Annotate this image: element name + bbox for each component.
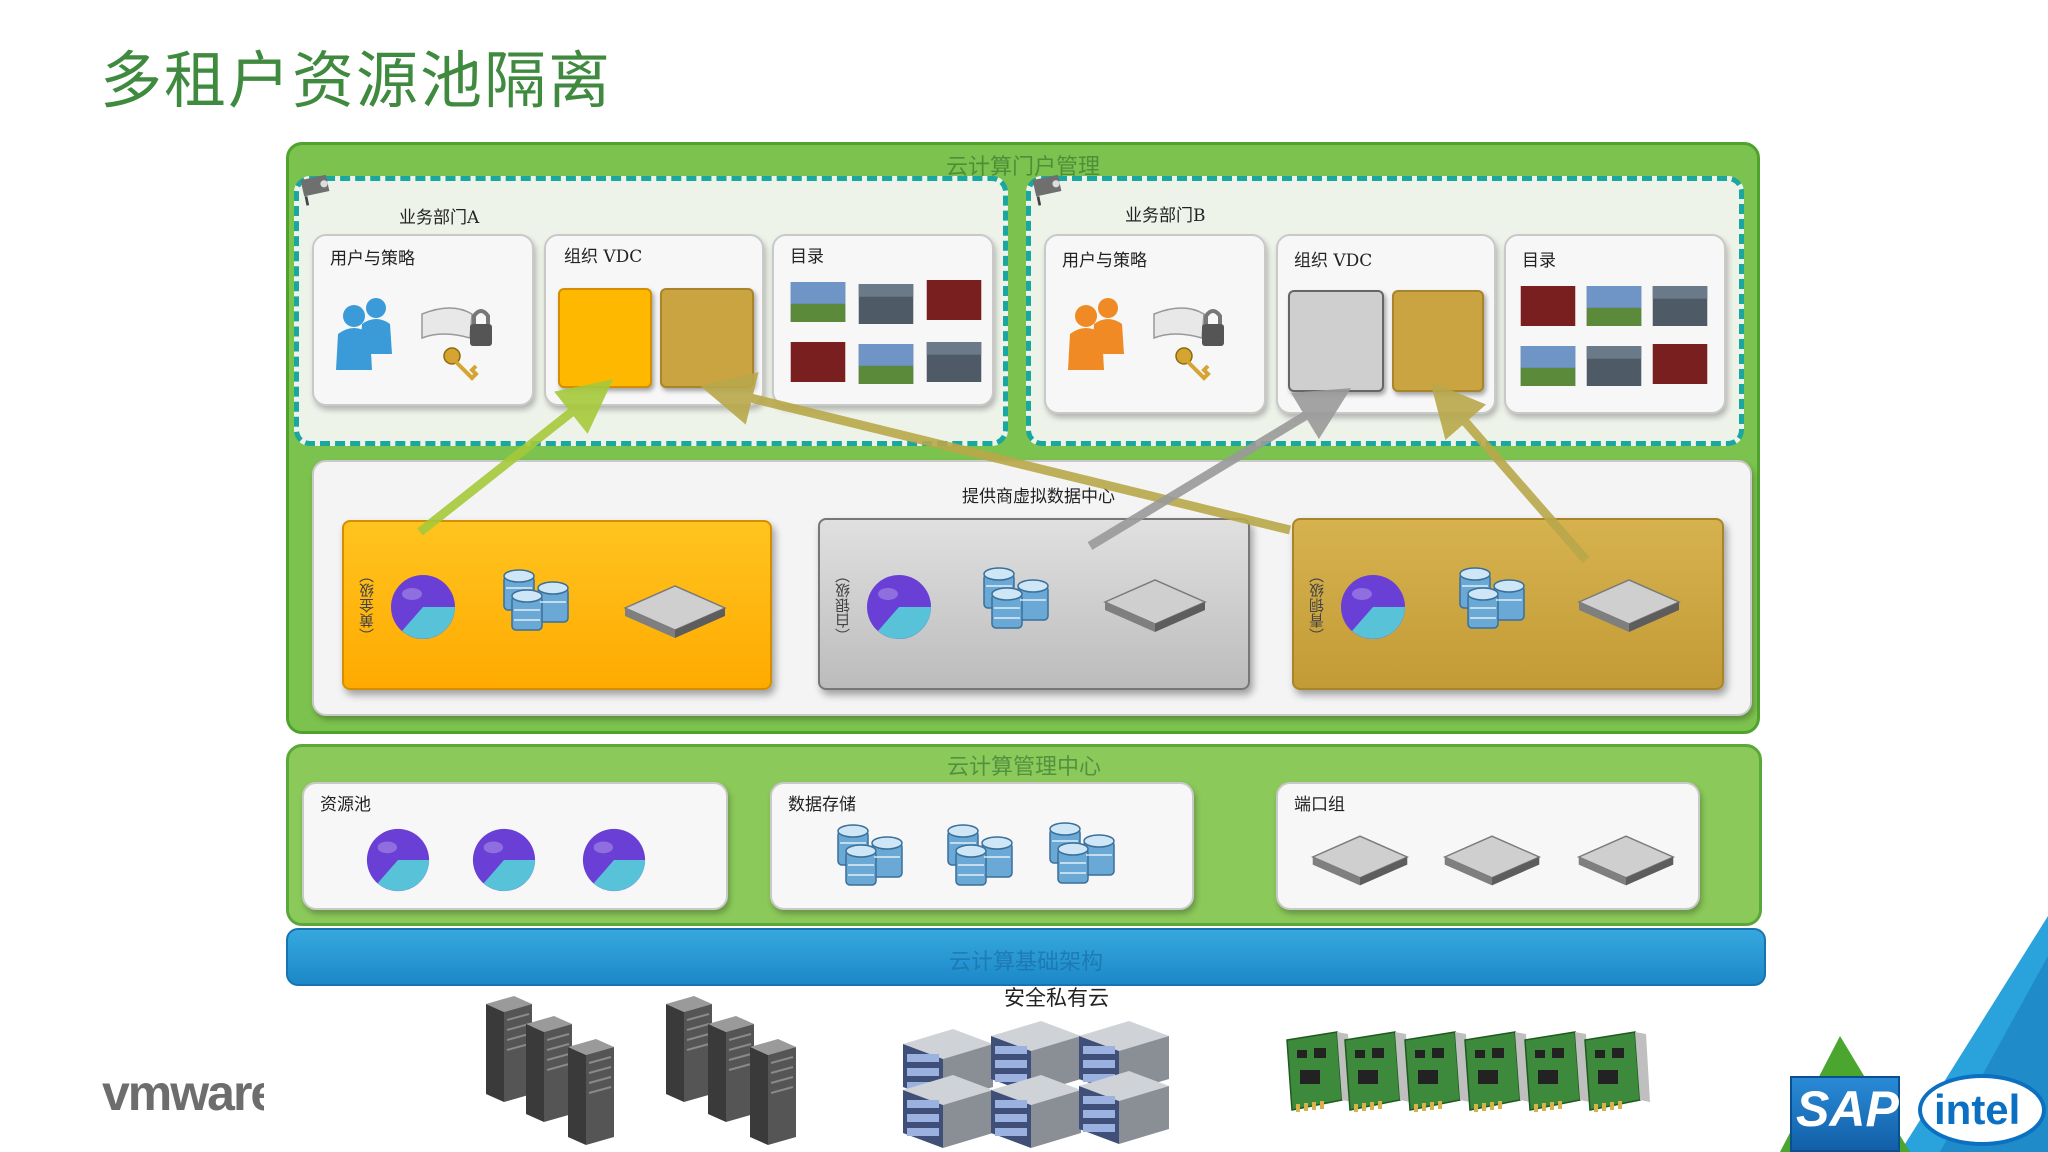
vm-image-icon — [1520, 286, 1576, 326]
portgroup-card: 端口组 — [1276, 782, 1700, 910]
infra-bar-label: 云计算基础架构 — [948, 950, 1103, 975]
database-icon — [1044, 818, 1124, 890]
gold-vdc-square — [558, 288, 652, 388]
vmware-logo: vmware — [102, 1065, 264, 1121]
bronze-tier-label: （青铜级） — [1308, 568, 1326, 643]
network-switch-icon — [620, 578, 730, 638]
private-cloud-label: 安全私有云 — [1004, 986, 1109, 1010]
vm-image-icon — [858, 344, 914, 384]
provider-vdc-label: 提供商虚拟数据中心 — [962, 487, 1115, 507]
intel-logo: intel — [1918, 1074, 2046, 1146]
sap-logo-text: SAP — [1796, 1081, 1899, 1137]
sap-logo: SAP — [1790, 1076, 1900, 1152]
network-switch-icon — [1100, 572, 1210, 632]
dept-a-vdc-card: 组织 VDC — [544, 234, 764, 406]
vm-image-icon — [858, 284, 914, 324]
cpu-pie-icon — [470, 826, 538, 894]
vm-image-icon — [926, 342, 982, 382]
datastore-card: 数据存储 — [770, 782, 1194, 910]
silver-tier-box: （白银级） — [818, 518, 1250, 690]
vm-image-icon — [790, 342, 846, 382]
gold-tier-box: （黄金级） — [342, 520, 772, 690]
silver-tier-label: （白银级） — [834, 568, 852, 643]
silver-vdc-square — [1288, 290, 1384, 392]
resource-pool-label: 资源池 — [320, 795, 371, 815]
network-switch-icon — [1440, 828, 1544, 886]
lock-key-icon — [1144, 294, 1234, 384]
datastore-label: 数据存储 — [788, 795, 856, 815]
page-title: 多租户资源池隔离 — [100, 44, 613, 117]
dept-a-label: 业务部门A — [399, 208, 480, 228]
bronze-tier-box: （青铜级） — [1292, 518, 1724, 690]
cpu-pie-icon — [580, 826, 648, 894]
portal-panel-label: 云计算门户管理 — [945, 155, 1100, 180]
dept-b-catalog-card: 目录 — [1504, 234, 1726, 414]
rack-server-icon — [1074, 1066, 1174, 1146]
server-tower-icon — [566, 1036, 616, 1148]
cpu-pie-icon — [1338, 572, 1408, 642]
users-icon — [332, 294, 402, 374]
mgmt-panel-label: 云计算管理中心 — [946, 755, 1101, 780]
vm-image-icon — [926, 280, 982, 320]
org-vdc-label: 组织 VDC — [564, 247, 643, 267]
bronze-vdc-square — [660, 288, 754, 388]
dept-a-catalog-card: 目录 — [772, 234, 994, 406]
catalog-label: 目录 — [1522, 251, 1556, 271]
network-switch-icon — [1308, 828, 1412, 886]
vm-image-icon — [1586, 286, 1642, 326]
database-icon — [832, 820, 912, 892]
server-tower-icon — [748, 1036, 798, 1148]
users-policy-label: 用户与策略 — [330, 249, 415, 269]
org-vdc-label: 组织 VDC — [1294, 251, 1373, 271]
vm-image-icon — [1586, 346, 1642, 386]
gold-tier-label: （黄金级） — [358, 568, 376, 643]
resource-pool-card: 资源池 — [302, 782, 728, 910]
camera-icon — [297, 173, 333, 209]
bronze-vdc-square — [1392, 290, 1484, 392]
intel-logo-text: intel — [1934, 1086, 2021, 1133]
vm-image-icon — [1652, 286, 1708, 326]
infra-bar: 云计算基础架构 — [286, 928, 1766, 986]
users-policy-label: 用户与策略 — [1062, 251, 1147, 271]
database-icon — [978, 564, 1058, 634]
vm-image-icon — [1520, 346, 1576, 386]
catalog-label: 目录 — [790, 247, 824, 267]
network-switch-icon — [1574, 572, 1684, 632]
portgroup-label: 端口组 — [1294, 795, 1345, 815]
dept-a-users-card: 用户与策略 — [312, 234, 534, 406]
camera-icon — [1029, 173, 1065, 209]
rack-server-icon — [898, 1070, 998, 1150]
vm-image-icon — [1652, 344, 1708, 384]
network-card-icon — [1580, 1030, 1650, 1120]
users-icon — [1064, 294, 1134, 374]
database-icon — [498, 566, 578, 636]
vm-image-icon — [790, 282, 846, 322]
database-icon — [1454, 564, 1534, 634]
dept-b-label: 业务部门B — [1125, 206, 1206, 226]
cpu-pie-icon — [364, 826, 432, 894]
dept-b-users-card: 用户与策略 — [1044, 234, 1266, 414]
network-switch-icon — [1574, 828, 1678, 886]
dept-b-vdc-card: 组织 VDC — [1276, 234, 1496, 414]
cpu-pie-icon — [864, 572, 934, 642]
database-icon — [942, 820, 1022, 892]
cpu-pie-icon — [388, 572, 458, 642]
lock-key-icon — [412, 294, 502, 384]
rack-server-icon — [986, 1070, 1086, 1150]
